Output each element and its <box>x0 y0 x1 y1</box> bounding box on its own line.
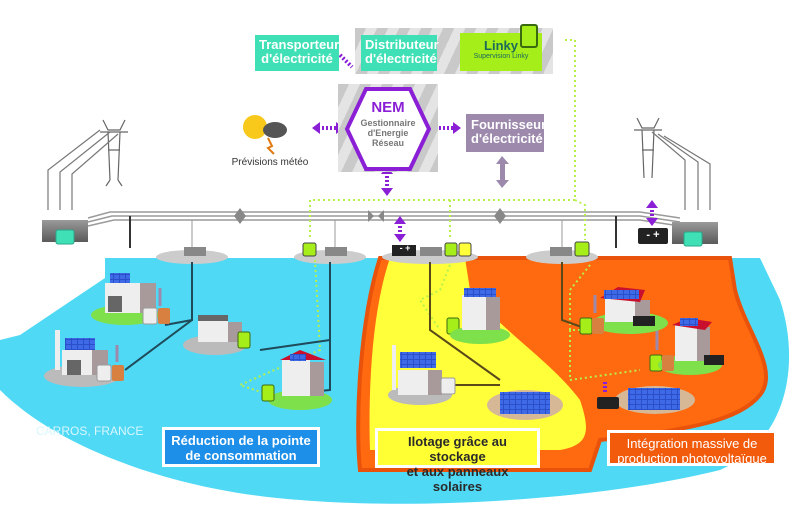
location-label: CARROS, FRANCE <box>36 424 144 438</box>
solar-farm-icon <box>487 390 563 420</box>
weather-forecast-label: Prévisions météo <box>231 157 309 168</box>
weather-sun-cloud-icon <box>243 115 287 155</box>
meter-il-icon <box>592 318 674 371</box>
zone-blue-white-corner <box>0 258 105 340</box>
linky-signal-lines <box>237 39 641 396</box>
flex-arrow-icon <box>115 288 659 362</box>
solar-farm-icon <box>615 386 695 414</box>
battery-sign: - + <box>646 229 660 241</box>
building-house-icon <box>592 287 668 334</box>
building-office-icon <box>450 288 510 344</box>
distribution-platform <box>294 220 366 264</box>
pylon-right-icon <box>634 117 711 210</box>
line-pole-icon <box>129 216 617 248</box>
pylon-left-icon <box>47 119 128 210</box>
substation-left-icon <box>42 220 88 245</box>
zone-label-pv-integration: Intégration massive de production photov… <box>607 430 777 466</box>
transporteur-box: Transporteur d'électricité <box>255 35 339 71</box>
building-house-icon <box>268 350 332 410</box>
distribution-platform <box>156 220 228 264</box>
meter-il-icon <box>96 307 170 382</box>
nem-hexagon <box>344 87 432 171</box>
battery-icon <box>597 397 619 409</box>
zone-label-peak-reduction: Réduction de la pointe de consommation <box>162 427 320 467</box>
linky-meter-icon <box>520 24 538 48</box>
linky-box: Linky Supervision Linky <box>460 33 542 71</box>
distribution-platform <box>382 242 478 264</box>
distributeur-box: Distributeur d'électricité <box>361 35 439 71</box>
line-node-icon <box>494 208 506 224</box>
nem-description: Gestionnaire d'Energie Réseau <box>360 118 416 148</box>
hv-line <box>87 211 681 227</box>
distribution-platform <box>526 220 598 264</box>
building-factory-icon <box>388 345 456 405</box>
building-office-icon <box>91 273 159 325</box>
fournisseur-box: Fournisseur d'électricité <box>466 114 546 152</box>
line-node-icon <box>234 208 246 224</box>
substation-right-icon <box>672 222 718 247</box>
line-breaker-icon <box>368 210 384 222</box>
fournisseur-arrow-icon <box>496 156 509 188</box>
battery-icon <box>638 228 668 244</box>
nem-label: NEM <box>371 99 405 116</box>
zone-label-islanding: Ilotage grâce au stockage et aux panneau… <box>375 428 540 494</box>
battery-sign: - + <box>399 243 411 253</box>
